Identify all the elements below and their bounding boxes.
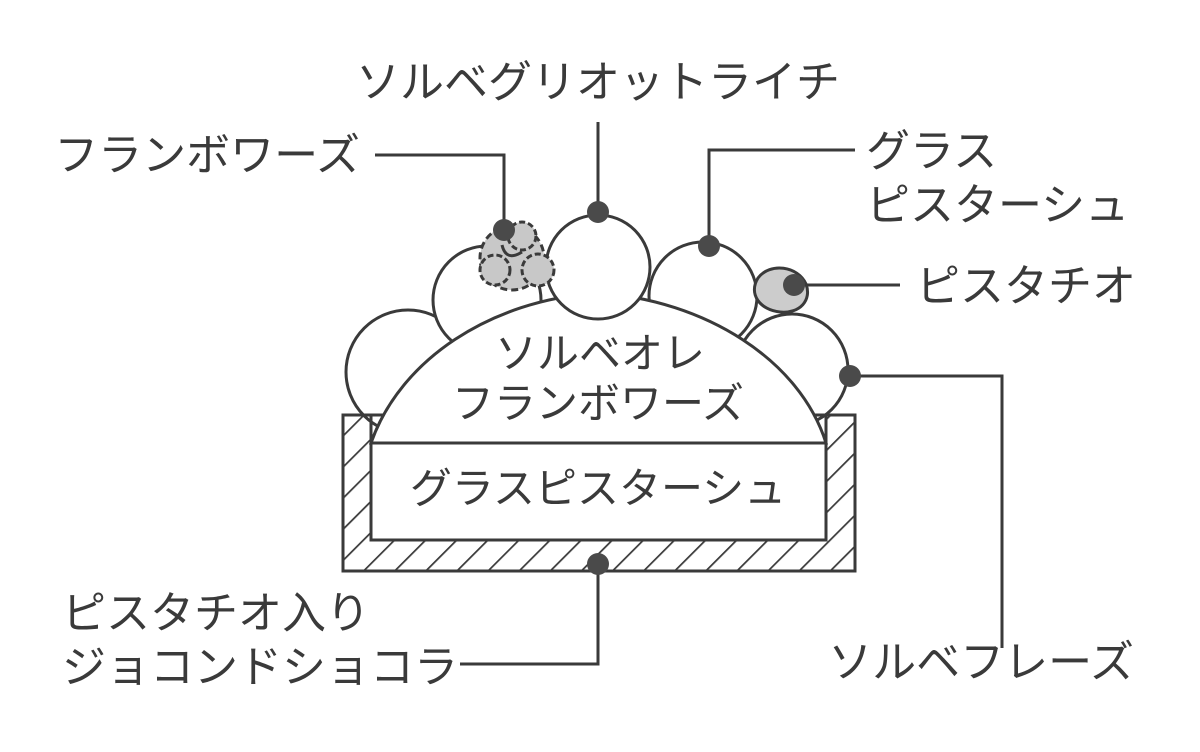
leader-glace-pistache	[707, 148, 855, 246]
scoop-top-lychee	[544, 213, 652, 321]
label-sorbet-lychee: ソルベグリオットライチ	[356, 57, 840, 108]
dot-pistachio	[783, 274, 805, 296]
label-pistachio: ピスタチオ	[916, 261, 1136, 312]
label-base-layer: グラスピスターシュ	[410, 464, 786, 513]
leader-dots	[493, 201, 861, 575]
leader-sorbet-fraise	[850, 374, 1004, 648]
label-dome-2: フランボワーズ	[452, 379, 744, 428]
label-sorbet-fraise: ソルベフレーズ	[828, 637, 1134, 688]
leader-framboise	[375, 153, 506, 226]
glace-pistache-layer	[369, 441, 828, 542]
dot-glace-pistache	[698, 235, 720, 257]
label-glace-pistache-2: ピスターシュ	[866, 180, 1129, 231]
raspberry	[478, 220, 556, 292]
dot-lychee	[587, 201, 609, 223]
label-glace-pistache-1: グラス	[866, 126, 997, 177]
label-joconde-2: ジョコンドショコラ	[62, 642, 458, 693]
label-joconde-1: ピスタチオ入り	[62, 588, 370, 639]
label-framboise: フランボワーズ	[54, 130, 360, 181]
label-dome-1: ソルベオレ	[495, 329, 705, 378]
dot-framboise	[493, 219, 515, 241]
dot-sorbet-fraise	[839, 365, 861, 387]
leader-joconde	[460, 564, 600, 666]
leader-lines	[375, 122, 1004, 666]
dot-joconde	[587, 553, 609, 575]
